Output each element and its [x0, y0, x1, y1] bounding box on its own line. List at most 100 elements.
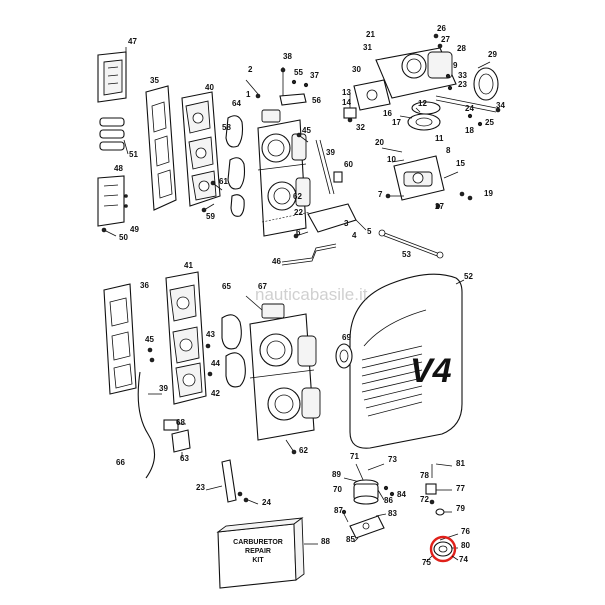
callout-label-59: 59 [206, 212, 215, 221]
carburetor-repair-kit-88: CARBURETOR REPAIR KIT [216, 517, 318, 589]
callout-label-40: 40 [205, 83, 214, 92]
callout-label-42: 42 [211, 389, 220, 398]
callout-label-89: 89 [332, 470, 341, 479]
callout-label-62: 62 [293, 192, 302, 201]
callout-label-55: 55 [294, 68, 303, 77]
primer-parts-70-73 [343, 463, 395, 505]
callout-label-6: 6 [296, 228, 301, 237]
callout-label-73: 73 [388, 455, 397, 464]
watermark: nauticabasile.it [255, 285, 368, 304]
callout-label-51: 51 [129, 150, 138, 159]
hose-66-68 [137, 371, 186, 479]
callout-label-74: 74 [459, 555, 468, 564]
shaft-rods-33-34 [435, 95, 501, 113]
callout-label-68: 68 [176, 418, 185, 427]
callout-label-18: 18 [465, 126, 474, 135]
callout-label-83: 83 [388, 509, 397, 518]
callout-label-29: 29 [488, 50, 497, 59]
callout-label-17: 17 [392, 118, 401, 127]
bracket-63 [171, 429, 191, 458]
callout-label-71: 71 [350, 452, 359, 461]
carb-gasket-58 [225, 115, 246, 217]
callout-label-27: 27 [441, 35, 450, 44]
callout-label-48: 48 [114, 164, 123, 173]
callout-label-86: 86 [384, 496, 393, 505]
callout-label-23: 23 [196, 483, 205, 492]
callout-label-3: 3 [344, 219, 349, 228]
callout-label-67: 67 [258, 282, 267, 291]
callout-label-24: 24 [465, 104, 474, 113]
callout-label-47: 47 [128, 37, 137, 46]
callout-label-43: 43 [206, 330, 215, 339]
callout-label-20: 20 [375, 138, 384, 147]
gasket-36 [103, 283, 137, 395]
plug-69 [335, 343, 353, 369]
callout-label-7: 7 [378, 190, 383, 199]
highlight-ring [429, 535, 457, 563]
intake-manifold-40 [181, 91, 221, 207]
callout-label-21: 21 [366, 30, 375, 39]
callout-label-69: 69 [342, 333, 351, 342]
callout-label-45: 45 [302, 126, 311, 135]
callout-label-19: 19 [484, 189, 493, 198]
callout-label-1: 1 [246, 90, 251, 99]
callout-label-22: 22 [294, 208, 303, 217]
callout-label-27: 27 [435, 202, 444, 211]
engine-cover-52: V4 [349, 273, 465, 449]
callout-label-16: 16 [383, 109, 392, 118]
rod-53 [378, 229, 444, 259]
callout-label-32: 32 [356, 123, 365, 132]
small-parts-9-23-24-25 [399, 73, 483, 127]
cover-badge-text: V4 [410, 352, 452, 390]
callout-label-8: 8 [446, 146, 451, 155]
callout-label-44: 44 [211, 359, 220, 368]
reed-plate-48 [97, 175, 128, 237]
callout-label-70: 70 [333, 485, 342, 494]
callout-label-39: 39 [326, 148, 335, 157]
callout-label-77: 77 [456, 484, 465, 493]
callout-label-84: 84 [397, 490, 406, 499]
carburetor-lower [245, 295, 321, 455]
gasket-35 [145, 85, 177, 211]
callout-label-30: 30 [352, 65, 361, 74]
callout-label-39: 39 [159, 384, 168, 393]
reed-petals-51 [99, 117, 129, 155]
callout-label-41: 41 [184, 261, 193, 270]
callout-label-4: 4 [352, 231, 357, 240]
rod-46 [281, 243, 337, 266]
callout-label-5: 5 [367, 227, 372, 236]
callout-label-35: 35 [150, 76, 159, 85]
callout-label-49: 49 [130, 225, 139, 234]
callout-label-72: 72 [420, 495, 429, 504]
callout-label-50: 50 [119, 233, 128, 242]
screws-61-59 [201, 180, 223, 213]
intake-manifold-41 [165, 271, 207, 405]
primer-base-83-85-87 [341, 509, 387, 543]
air-silencer-base-21 [375, 33, 457, 99]
callout-label-15: 15 [456, 159, 465, 168]
callout-label-24: 24 [262, 498, 271, 507]
callout-label-10: 10 [387, 155, 396, 164]
callout-label-66: 66 [116, 458, 125, 467]
callout-label-36: 36 [140, 281, 149, 290]
callout-label-11: 11 [435, 134, 444, 143]
callout-label-53: 53 [402, 250, 411, 259]
carburetor-upper [245, 67, 311, 237]
callout-label-81: 81 [456, 459, 465, 468]
fuel-pump-body-8 [381, 147, 473, 209]
callout-label-52: 52 [464, 272, 473, 281]
callout-label-28: 28 [457, 44, 466, 53]
callout-label-14: 14 [342, 98, 351, 107]
callout-label-85: 85 [346, 535, 355, 544]
callout-label-34: 34 [496, 101, 505, 110]
callout-label-88: 88 [321, 537, 330, 546]
callout-label-76: 76 [461, 527, 470, 536]
callout-label-78: 78 [420, 471, 429, 480]
callout-label-46: 46 [272, 257, 281, 266]
callout-label-60: 60 [344, 160, 353, 169]
callout-label-64: 64 [232, 99, 241, 108]
callout-label-63: 63 [180, 454, 189, 463]
